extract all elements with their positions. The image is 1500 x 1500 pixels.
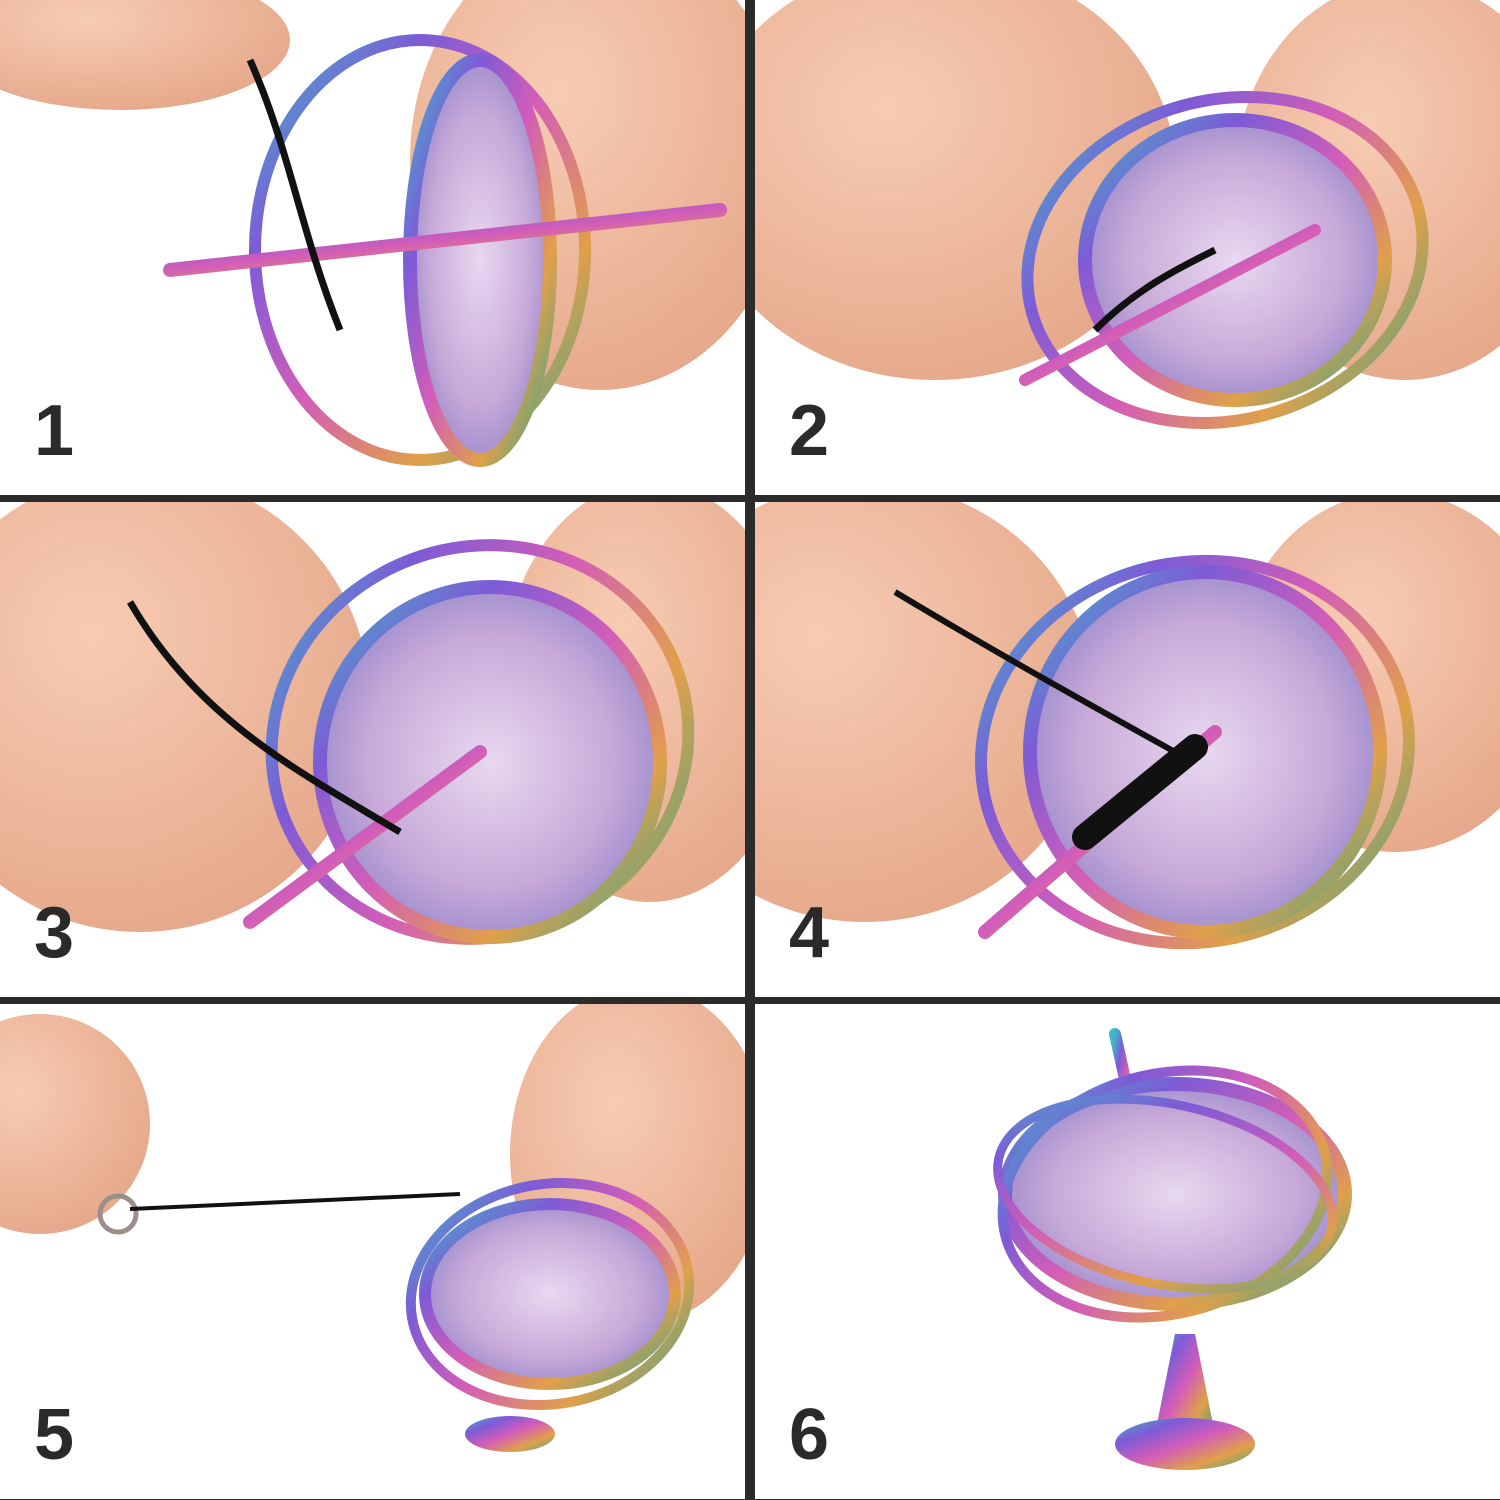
rotor-disc bbox=[419, 1198, 681, 1390]
string bbox=[893, 589, 1177, 755]
stand-base bbox=[1115, 1418, 1255, 1470]
step-number: 2 bbox=[789, 391, 830, 471]
stand-base bbox=[465, 1416, 555, 1452]
step-number: 3 bbox=[34, 893, 75, 973]
rotor-disc bbox=[403, 53, 557, 467]
gyroscope-photo bbox=[0, 0, 745, 467]
gyroscope-photo bbox=[0, 502, 745, 945]
outer-ring bbox=[975, 554, 1415, 950]
wound-string bbox=[1072, 734, 1208, 850]
outer-ring bbox=[405, 1177, 695, 1411]
left-hand bbox=[755, 0, 1175, 380]
gyroscope-photo bbox=[0, 1004, 745, 1452]
axle bbox=[243, 745, 487, 929]
outer-ring bbox=[249, 34, 591, 466]
gyroscope-photo bbox=[755, 0, 1500, 429]
step-number: 1 bbox=[34, 391, 75, 471]
axle bbox=[1019, 224, 1321, 386]
step-panel-1: 1 bbox=[0, 0, 745, 495]
left-hand bbox=[0, 1014, 150, 1234]
axle bbox=[163, 203, 727, 277]
outer-ring bbox=[1021, 91, 1429, 429]
step-number: 4 bbox=[789, 893, 830, 973]
gyroscope-photo bbox=[993, 1028, 1352, 1470]
step-panel-6: 6 bbox=[755, 1004, 1500, 1499]
left-hand bbox=[755, 502, 1095, 922]
step-panel-3: 3 bbox=[0, 502, 745, 997]
left-hand bbox=[0, 0, 290, 110]
string bbox=[246, 58, 344, 332]
rotor-disc bbox=[313, 580, 667, 944]
left-hand bbox=[0, 502, 370, 932]
rotor-disc bbox=[1078, 113, 1392, 407]
pull-ring bbox=[97, 1193, 139, 1235]
step-panel-2: 2 bbox=[755, 0, 1500, 495]
stand-post bbox=[1155, 1334, 1215, 1434]
step-number: 5 bbox=[34, 1395, 75, 1475]
string bbox=[126, 600, 402, 836]
gyroscope-photo bbox=[755, 502, 1500, 950]
step-number: 6 bbox=[789, 1395, 830, 1475]
outer-ring bbox=[997, 1065, 1333, 1323]
string bbox=[1092, 246, 1217, 333]
inner-ring bbox=[993, 1094, 1337, 1294]
step-panel-5: 5 bbox=[0, 1004, 745, 1499]
string bbox=[129, 1192, 461, 1211]
step-panel-4: 4 bbox=[755, 502, 1500, 997]
